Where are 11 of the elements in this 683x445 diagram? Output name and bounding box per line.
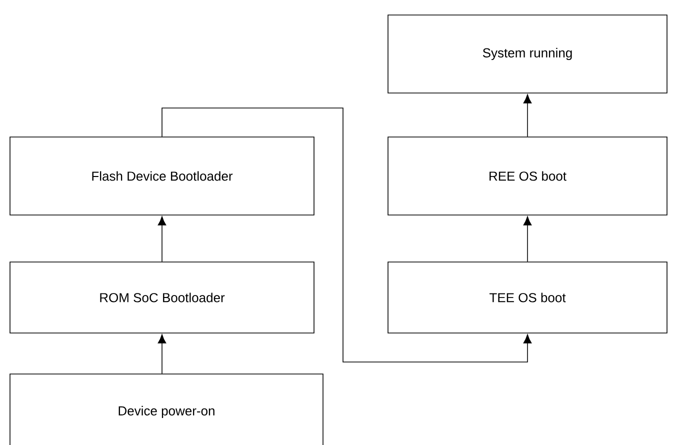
process-box: TEE OS boot: [388, 262, 668, 334]
arrow: [523, 216, 532, 262]
arrow: [523, 94, 532, 137]
process-box: System running: [388, 14, 668, 94]
arrow: [158, 334, 166, 374]
arrow: [158, 216, 166, 262]
process-box: ROM SoC Bootloader: [10, 262, 314, 334]
process-box: Device power-on: [10, 374, 324, 445]
process-box: REE OS boot: [388, 136, 668, 216]
process-box: Flash Device Bootloader: [10, 136, 314, 216]
arrow: [162, 108, 532, 362]
